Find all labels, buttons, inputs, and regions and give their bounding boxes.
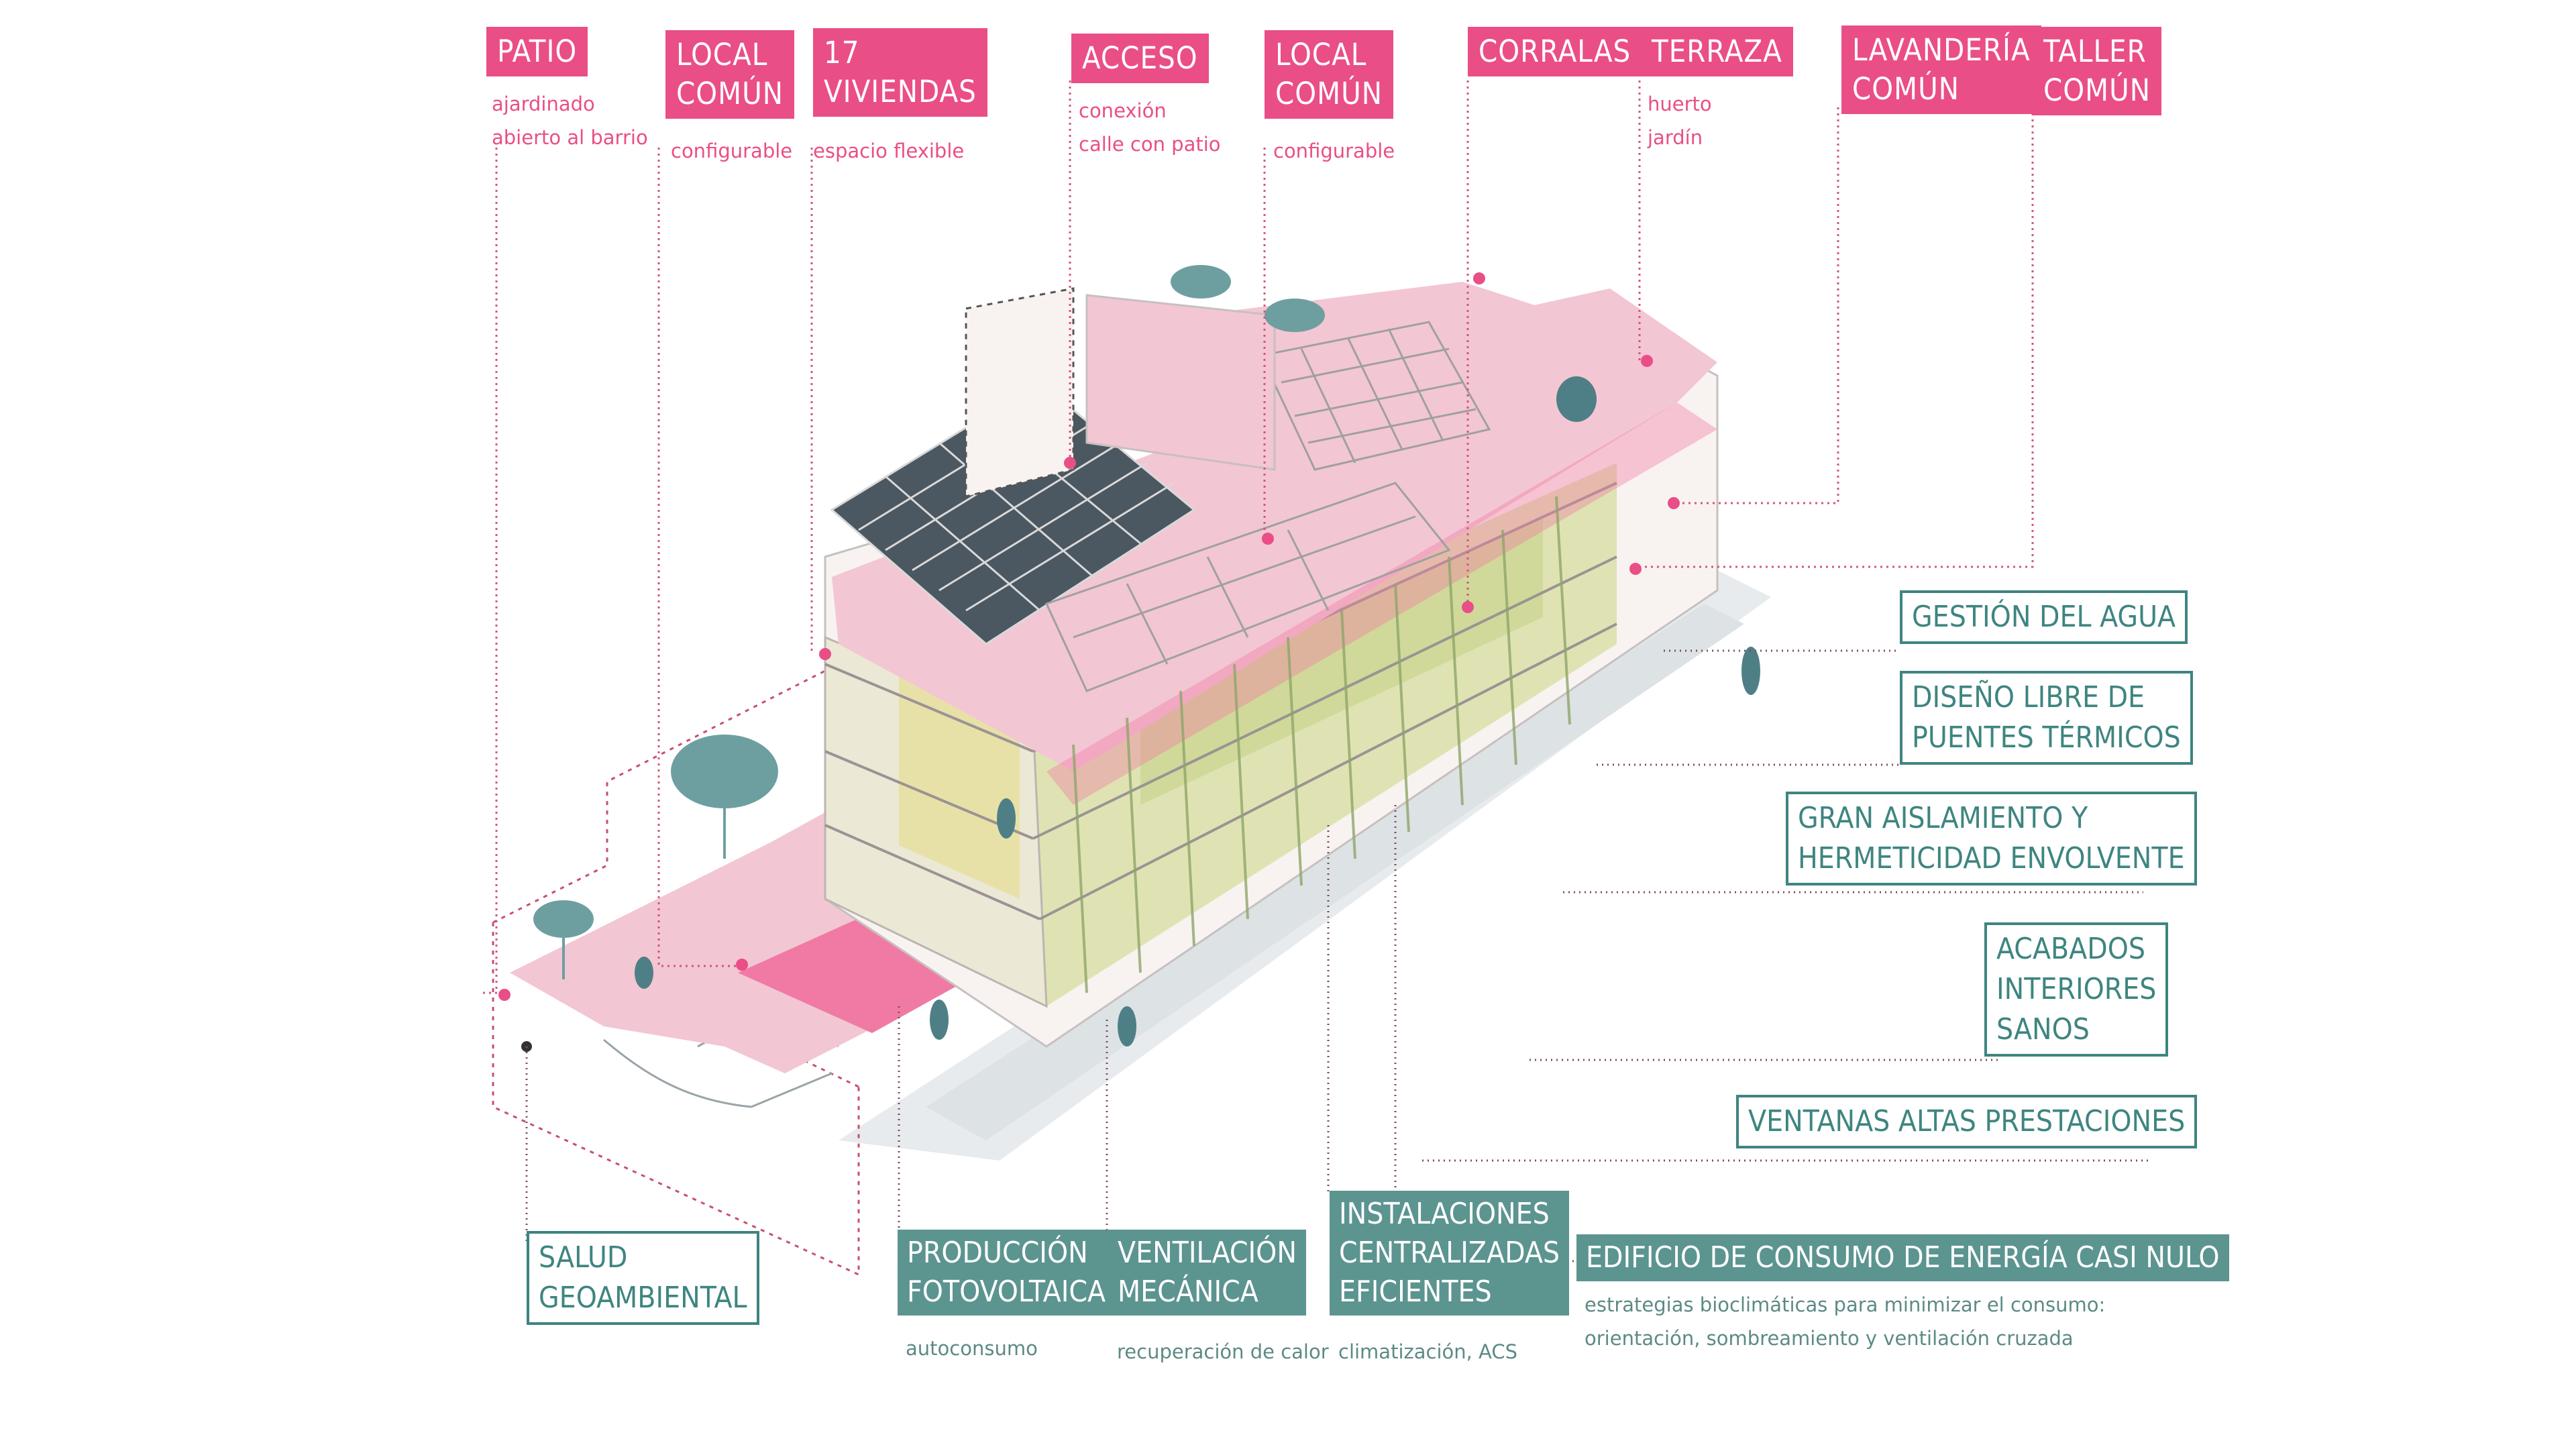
label-puentes-termicos: DISEÑO LIBRE DE PUENTES TÉRMICOS [1900,671,2193,765]
label-local-comun-1: LOCAL COMÚN [665,30,794,119]
label-terraza-subtitle: huerto jardín [1648,93,1712,149]
label-acceso: ACCESO [1071,34,1209,83]
label-local-comun-2-subtitle: configurable [1273,140,1395,162]
label-taller-comun: TALLER COMÚN [2033,27,2161,115]
label-gestion-agua: GESTIÓN DEL AGUA [1900,590,2188,644]
label-local-comun-1-subtitle: configurable [671,140,793,162]
label-produccion-fotovoltaica: PRODUCCIÓN FOTOVOLTAICA [898,1230,1116,1316]
label-aislamiento-hermeticidad: GRAN AISLAMIENTO Y HERMETICIDAD ENVOLVEN… [1786,792,2197,885]
label-salud-geoambiental: SALUD GEOAMBIENTAL [527,1231,759,1325]
label-instalaciones-centralizadas-subtitle: climatización, ACS [1338,1340,1518,1363]
label-acabados-interiores: ACABADOS INTERIORES SANOS [1984,922,2169,1057]
label-ventilacion-mecanica-subtitle: recuperación de calor [1117,1340,1329,1363]
label-corralas: CORRALAS [1468,27,1642,76]
label-terraza: TERRAZA [1641,27,1793,76]
label-instalaciones-centralizadas: INSTALACIONES CENTRALIZADAS EFICIENTES [1330,1191,1570,1316]
label-ventanas-altas-prestaciones: VENTANAS ALTAS PRESTACIONES [1736,1095,2198,1148]
label-patio-subtitle: ajardinado abierto al barrio [492,93,648,149]
label-energia-casi-nulo-subtitle: estrategias bioclimáticas para minimizar… [1585,1293,2106,1350]
label-produccion-fotovoltaica-subtitle: autoconsumo [906,1337,1038,1360]
label-acceso-subtitle: conexión calle con patio [1079,99,1221,156]
label-energia-casi-nulo: EDIFICIO DE CONSUMO DE ENERGÍA CASI NULO [1576,1234,2229,1281]
label-17-viviendas-subtitle: espacio flexible [813,140,965,162]
label-local-comun-2: LOCAL COMÚN [1265,30,1393,119]
label-17-viviendas: 17 VIVIENDAS [813,28,987,117]
label-patio: PATIO [486,27,588,76]
label-lavanderia-comun: LAVANDERÍA COMÚN [1841,25,2041,114]
label-ventilacion-mecanica: VENTILACIÓN MECÁNICA [1108,1230,1306,1316]
